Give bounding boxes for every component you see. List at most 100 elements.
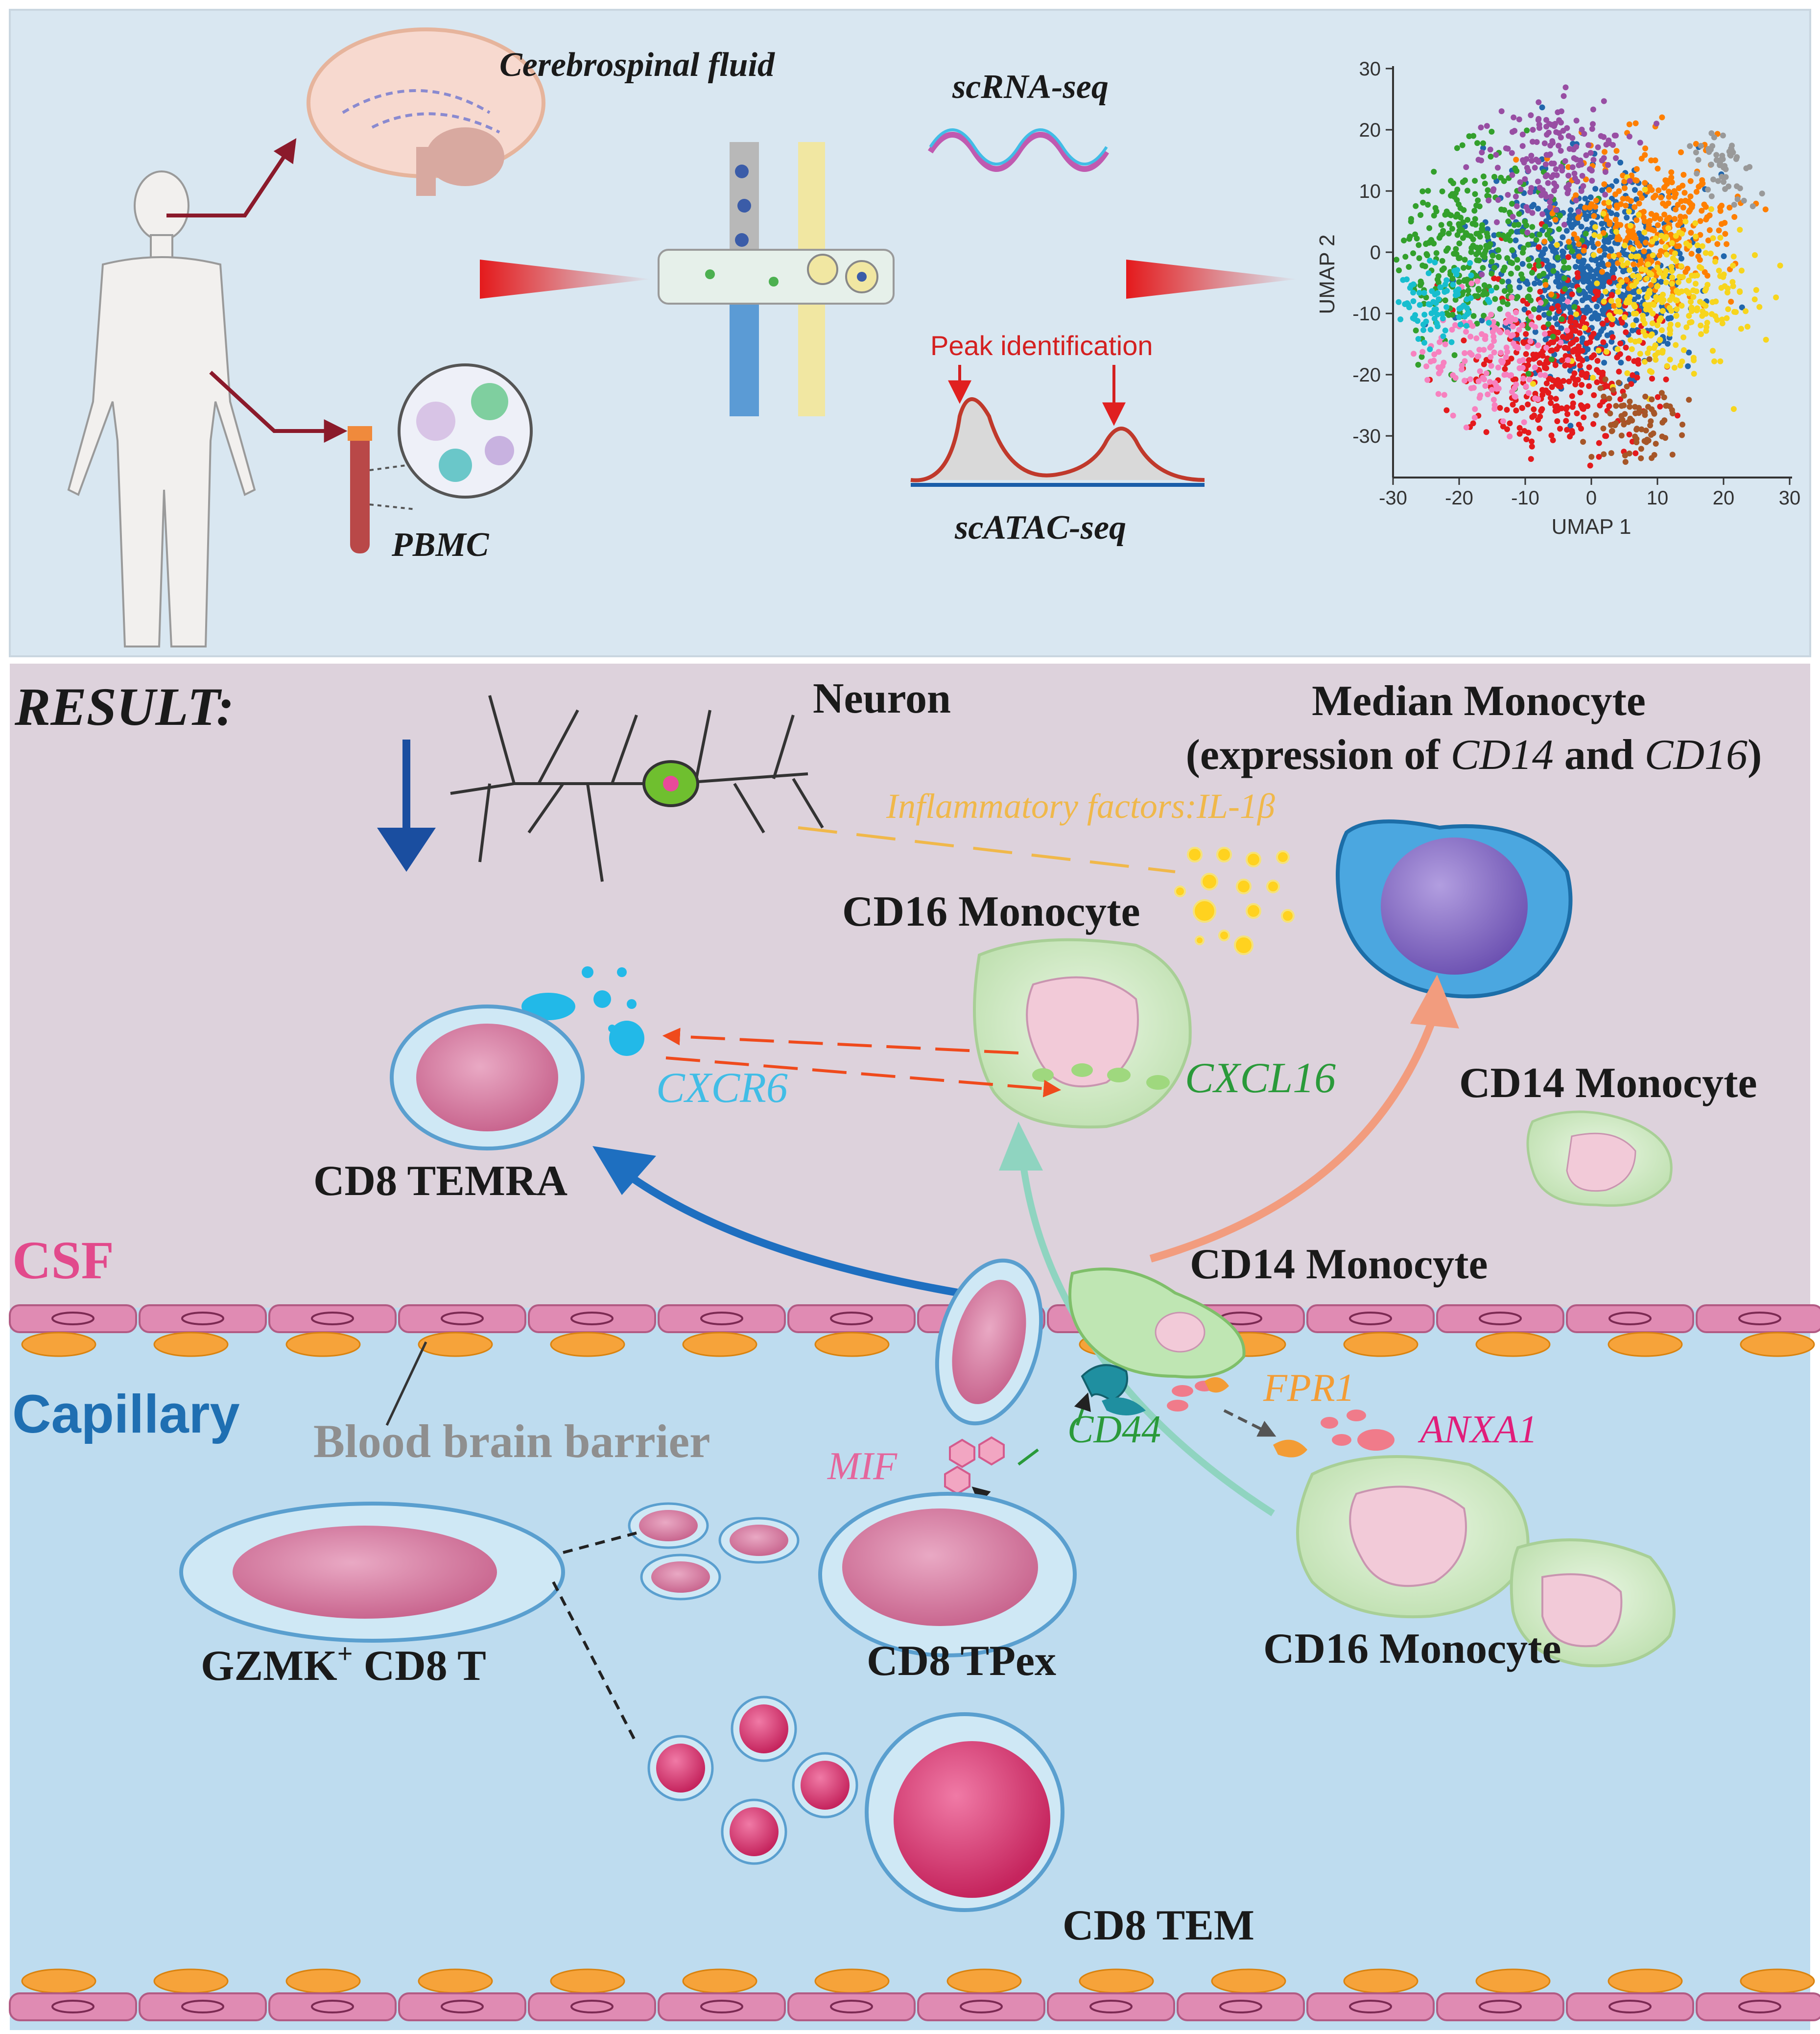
umap-point <box>1449 226 1455 232</box>
endothelial-cell <box>1436 1992 1564 2021</box>
umap-point <box>1537 372 1544 378</box>
umap-point <box>1416 289 1422 296</box>
umap-point <box>1529 321 1535 328</box>
umap-point <box>1447 271 1454 278</box>
zoom-lines <box>369 464 417 510</box>
umap-point <box>1482 383 1489 389</box>
umap-point <box>1651 227 1657 234</box>
umap-point <box>1397 316 1404 322</box>
umap-point <box>1528 112 1534 119</box>
umap-point <box>1485 226 1490 232</box>
umap-point <box>1679 359 1685 364</box>
umap-point <box>1508 356 1514 362</box>
result-heading: RESULT: <box>14 677 234 737</box>
umap-point <box>1468 280 1475 287</box>
umap-point <box>1602 376 1608 383</box>
umap-point <box>1669 274 1676 281</box>
umap-point <box>1624 260 1631 266</box>
umap-point <box>1731 309 1737 315</box>
umap-point <box>1631 204 1638 210</box>
umap-point <box>1618 413 1625 419</box>
umap-point <box>1433 300 1439 306</box>
umap-point <box>1671 188 1678 194</box>
gzmk-cd8-t-cell-icon <box>179 1502 565 1643</box>
umap-point <box>1507 433 1513 440</box>
umap-point <box>1442 327 1448 334</box>
umap-point <box>1762 206 1769 213</box>
endothelial-nucleus <box>1608 2000 1652 2013</box>
umap-point <box>1620 195 1626 202</box>
umap-point <box>1593 412 1599 418</box>
umap-point <box>1454 211 1461 217</box>
umap-point <box>1571 253 1578 259</box>
mif-green-tick <box>1017 1448 1039 1466</box>
umap-point <box>1630 322 1636 328</box>
umap-point <box>1575 209 1582 215</box>
umap-point <box>1529 210 1536 216</box>
umap-point <box>1435 323 1441 330</box>
umap-point <box>1421 339 1427 346</box>
umap-point <box>1580 183 1586 189</box>
umap-point <box>1509 150 1515 156</box>
umap-point <box>1543 193 1549 200</box>
umap-point <box>1614 346 1621 352</box>
astrocyte-endfoot <box>1740 1968 1815 1994</box>
umap-point <box>1606 187 1612 193</box>
umap-point <box>1565 164 1572 170</box>
umap-point <box>1544 264 1551 270</box>
umap-point <box>1545 321 1552 327</box>
umap-point <box>1590 375 1596 381</box>
umap-point <box>1504 407 1510 413</box>
umap-point <box>1708 162 1714 168</box>
umap-point <box>1491 338 1497 344</box>
neuron-icon <box>450 695 824 882</box>
umap-point <box>1586 204 1593 211</box>
umap-point <box>1471 414 1478 421</box>
umap-point <box>1665 315 1672 322</box>
umap-point <box>1675 222 1681 228</box>
umap-point <box>1627 398 1633 405</box>
umap-point <box>1566 378 1572 384</box>
astrocyte-endfoot <box>1079 1968 1154 1994</box>
umap-point <box>1633 439 1640 446</box>
umap-point <box>1480 140 1486 146</box>
umap-point <box>1734 196 1741 202</box>
umap-point <box>1509 129 1515 135</box>
umap-point <box>1427 346 1433 353</box>
umap-point <box>1567 423 1574 429</box>
scatac-label: scATAC-seq <box>954 509 1126 547</box>
umap-point <box>1686 397 1692 403</box>
umap-point <box>1621 393 1627 399</box>
umap-point <box>1591 232 1598 238</box>
umap-point <box>1549 384 1555 390</box>
umap-point <box>1412 316 1418 322</box>
umap-point <box>1596 332 1602 338</box>
umap-point <box>1667 403 1673 409</box>
umap-point <box>1531 412 1537 419</box>
umap-point <box>1536 360 1543 366</box>
umap-point <box>1432 205 1439 211</box>
umap-point <box>1694 307 1700 313</box>
umap-point <box>1396 267 1402 273</box>
umap-point <box>1525 344 1531 350</box>
umap-point <box>1579 382 1585 388</box>
umap-point <box>1474 278 1481 285</box>
umap-point <box>1509 260 1515 266</box>
arrow-to-median-head <box>1410 975 1459 1029</box>
umap-point <box>1460 219 1466 225</box>
umap-point <box>1500 359 1506 365</box>
umap-point <box>1610 275 1617 281</box>
umap-point <box>1503 354 1509 360</box>
endothelial-cell <box>1306 1992 1435 2021</box>
umap-point <box>1584 403 1591 409</box>
umap-point <box>1633 217 1640 223</box>
umap-point <box>1536 425 1543 431</box>
umap-point <box>1491 275 1497 282</box>
umap-point <box>1655 166 1661 172</box>
umap-point <box>1625 235 1631 241</box>
subtitle-close: ) <box>1748 731 1762 779</box>
umap-point <box>1601 451 1607 457</box>
umap-point <box>1484 123 1490 129</box>
